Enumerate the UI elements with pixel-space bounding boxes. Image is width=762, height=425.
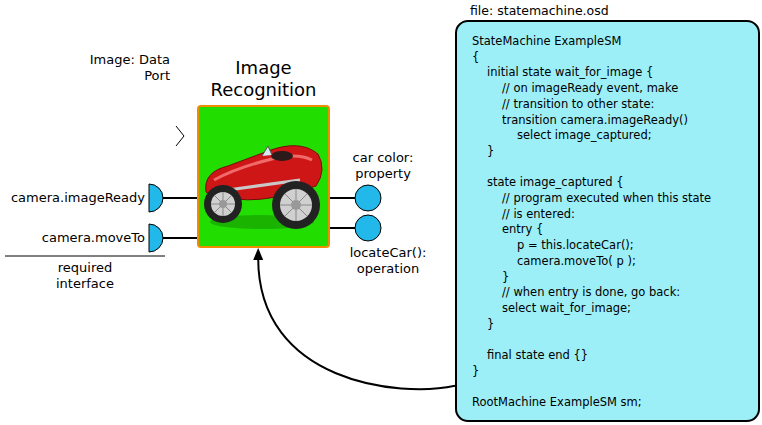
provided-port — [355, 215, 381, 241]
code-line: { — [472, 50, 479, 64]
code-line: } — [472, 364, 479, 378]
port-wire — [329, 227, 355, 229]
code-line: // program executed when this state — [502, 191, 711, 205]
code-line: } — [502, 270, 509, 284]
code-line: } — [487, 144, 494, 158]
code-line: p = this.locateCar(); — [517, 238, 634, 252]
interface-rule — [5, 256, 165, 257]
code-line: camera.moveTo( p ); — [517, 254, 636, 268]
port-wire — [163, 197, 198, 199]
code-line: // on imageReady event, make — [502, 81, 678, 95]
code-file-box: file: statemachine.osdStateMachine Examp… — [455, 20, 760, 422]
port-label: camera.moveTo — [0, 230, 145, 246]
file-name: file: statemachine.osd — [470, 3, 609, 18]
port-label: Image: Data Port — [88, 52, 170, 84]
code-line: StateMachine ExampleSM — [472, 34, 621, 48]
port-wire — [329, 197, 355, 199]
interface-caption: required interface — [35, 260, 135, 292]
component-box: Image Recognition — [197, 105, 330, 248]
code-line: final state end {} — [487, 348, 588, 362]
data-port-chevron — [176, 126, 184, 146]
code-line: state image_captured { — [487, 175, 624, 189]
component-fill — [198, 106, 329, 247]
port-label: locateCar(): operation — [336, 245, 440, 277]
code-line: } — [487, 317, 494, 331]
required-port — [149, 224, 163, 252]
car-picture — [204, 146, 322, 229]
code-line: select wait_for_image; — [502, 301, 631, 315]
code-line: // when entry is done, go back: — [502, 285, 680, 299]
code-line: select image_captured; — [517, 128, 652, 142]
code-line: RootMachine ExampleSM sm; — [472, 395, 642, 409]
port-wire — [163, 237, 198, 239]
component-title: Image Recognition — [187, 57, 340, 101]
required-port — [149, 184, 163, 212]
port-label: car color: property — [333, 150, 433, 182]
code-line: // is entered: — [502, 207, 575, 221]
code-line: entry { — [502, 222, 543, 236]
code-line: initial state wait_for_image { — [487, 65, 653, 79]
code-line: transition camera.imageReady() — [502, 113, 688, 127]
binding-arrow — [253, 248, 455, 389]
code-line: // transition to other state: — [502, 97, 654, 111]
port-label: camera.imageReady — [0, 190, 145, 206]
provided-port — [355, 185, 381, 211]
